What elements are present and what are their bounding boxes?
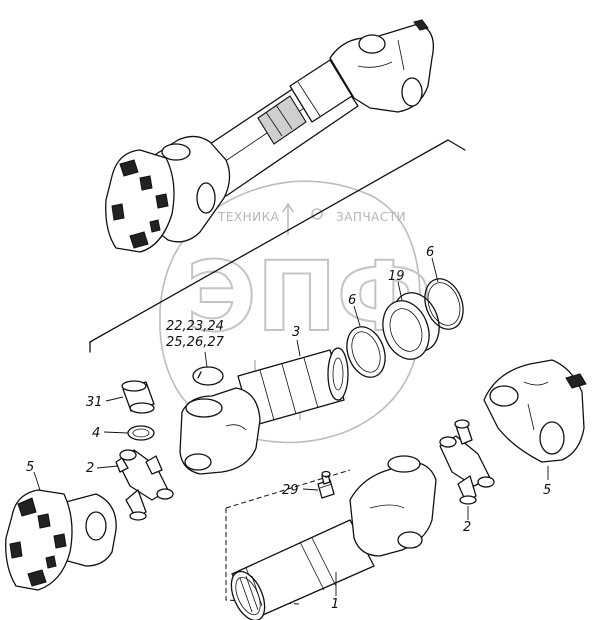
callout-5-right: 5 <box>543 483 551 498</box>
callout-5-left: 5 <box>26 460 34 475</box>
callout-1: 1 <box>331 597 339 612</box>
callout-4: 4 <box>92 426 100 441</box>
leader-lines <box>33 257 549 596</box>
flange-yoke-part-5-left <box>5 489 117 591</box>
callout-29: 29 <box>282 483 299 498</box>
callout-19: 19 <box>388 269 405 284</box>
snap-ring-part-22 <box>192 366 224 386</box>
callout-2-right: 2 <box>463 520 471 535</box>
o-ring-part-4 <box>127 425 155 441</box>
dust-cap-part-19 <box>382 292 440 360</box>
watermark-gear-icon <box>311 208 323 220</box>
seal-ring-part-6-outer <box>424 278 464 330</box>
bearing-cap-part-31 <box>121 380 155 414</box>
callout-6-inner: 6 <box>348 293 356 308</box>
watermark-left-text: ТЕХНИКА <box>217 210 280 224</box>
seal-ring-part-6-inner <box>346 326 386 378</box>
flange-yoke-part-5-right <box>483 359 587 463</box>
lower-bracket <box>225 469 351 605</box>
callout-25-26-27: 25,26,27 <box>166 335 225 350</box>
sliding-yoke-part-3 <box>179 347 349 475</box>
callout-6-outer: 6 <box>426 245 434 260</box>
callout-31: 31 <box>86 395 103 410</box>
callout-labels: 31 4 2 5 22,23,24 25,26,27 3 6 19 6 29 2… <box>26 245 551 612</box>
cross-spider-part-2-left <box>115 449 174 521</box>
callout-2-left: 2 <box>86 461 94 476</box>
exploded-group-bracket <box>89 139 466 353</box>
grease-fitting-part-29 <box>317 470 335 499</box>
callout-22-23-24: 22,23,24 <box>166 319 224 334</box>
watermark-right-text: ЗАПЧАСТИ <box>336 210 406 224</box>
cross-spider-part-2-right <box>439 419 495 505</box>
assembled-driveshaft <box>105 19 435 253</box>
callout-3: 3 <box>292 325 300 340</box>
tube-yoke-part-1 <box>230 455 437 620</box>
